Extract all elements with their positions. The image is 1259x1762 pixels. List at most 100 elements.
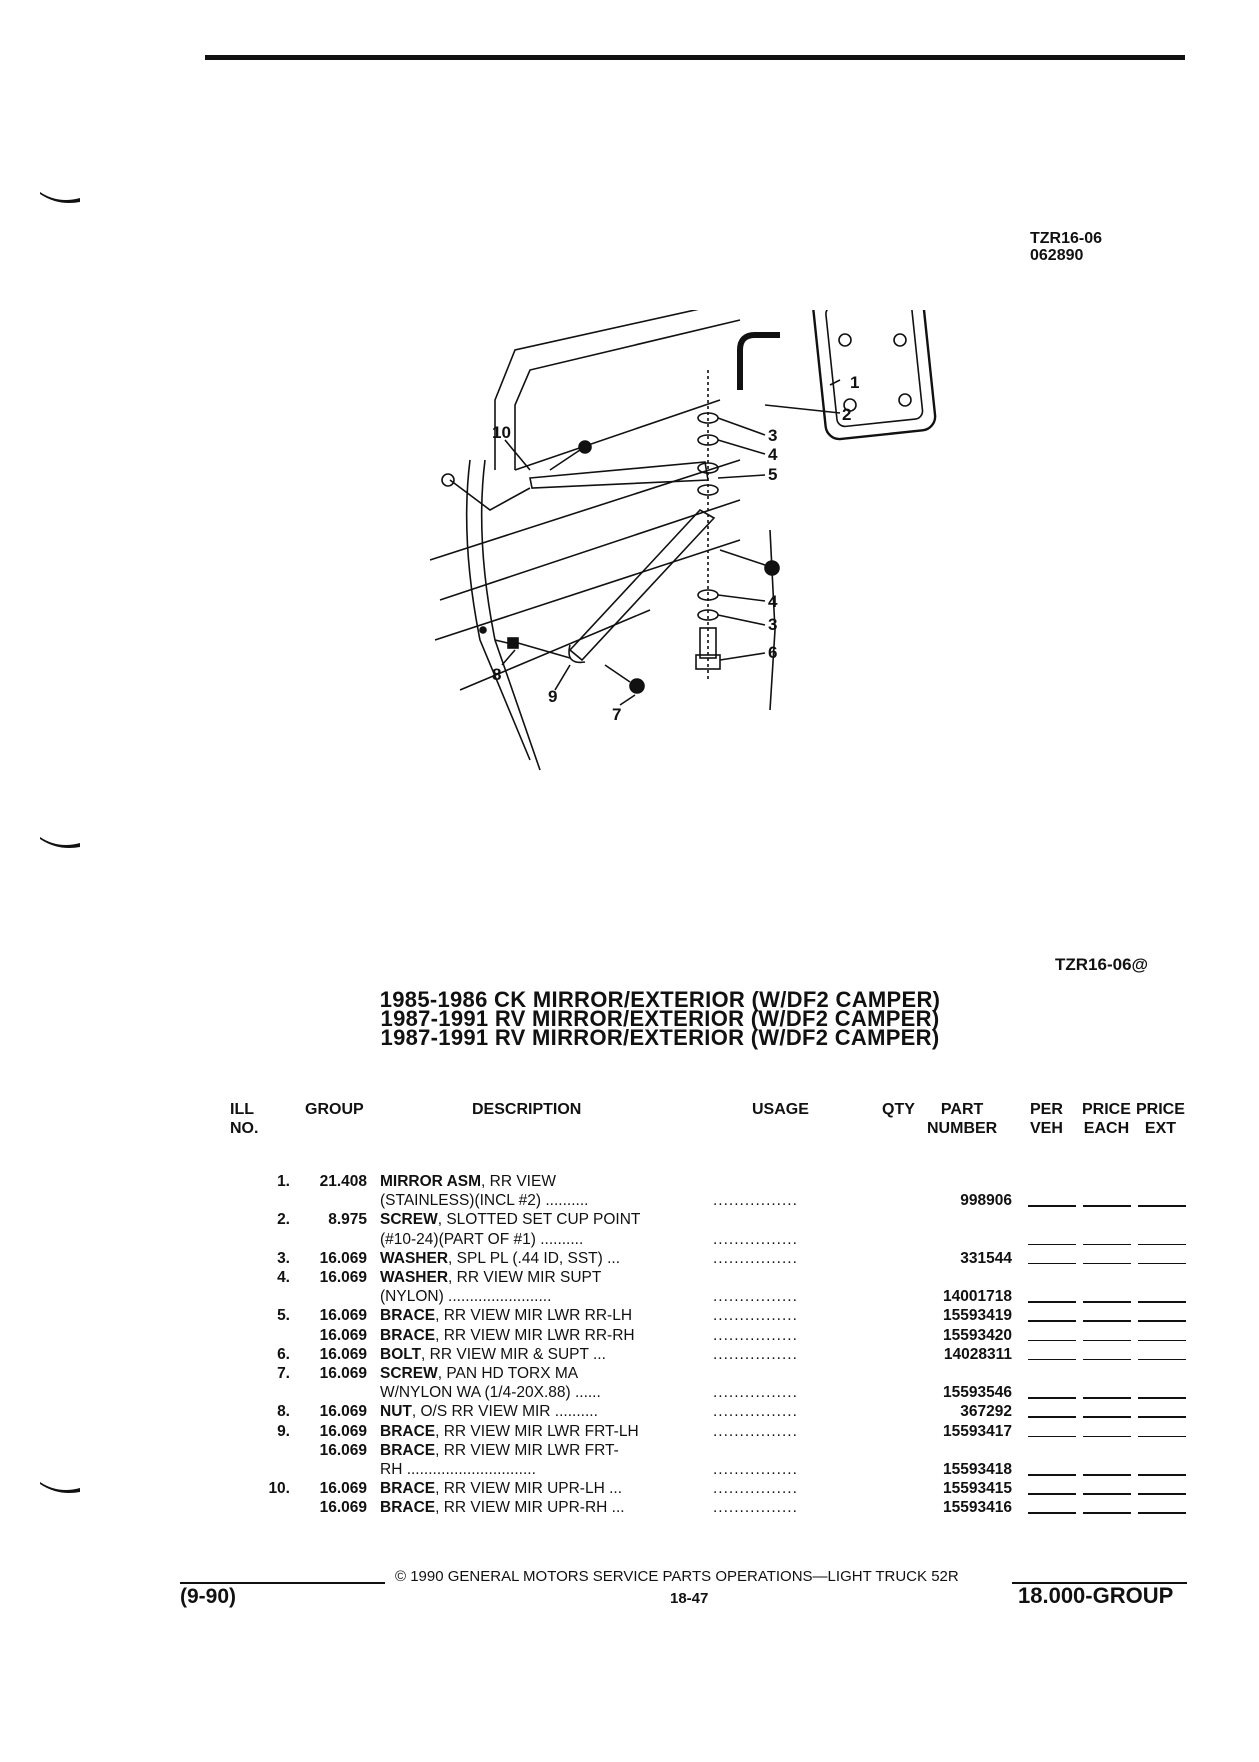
per-veh-blank [1028, 1339, 1076, 1342]
header-part-line1: PART [940, 1101, 984, 1118]
body-line-2 [439, 499, 741, 601]
row-description: (NYLON) ........................ [380, 1287, 551, 1306]
row-usage: ................ [713, 1249, 798, 1267]
row-desc-text: , RR VIEW MIR UPR-RH ... [435, 1499, 625, 1517]
row-group: 16.069 [319, 1422, 367, 1440]
row-part-number: 15593419 [943, 1307, 1012, 1325]
screw-side [719, 549, 766, 566]
row-desc-text: , RR VIEW MIR LWR FRT-LH [435, 1422, 639, 1440]
row-part-name: WASHER [380, 1269, 449, 1286]
header-part-line2: NUMBER [927, 1120, 998, 1137]
row-desc-text: , PAN HD TORX MA [437, 1365, 579, 1382]
footer-page-number: 18-47 [670, 1590, 709, 1607]
row-ill-no: 3. [277, 1249, 290, 1267]
row-part-number: 15593546 [943, 1384, 1012, 1402]
price-each-blank [1083, 1493, 1131, 1495]
row-description: (STAINLESS)(INCL #2) .......... [380, 1191, 588, 1210]
header-price-each: PRICE EACH [1082, 1100, 1131, 1138]
callout-9: 9 [548, 687, 557, 706]
row-part-name: SCREW [380, 1211, 438, 1229]
callout-1: 1 [850, 373, 859, 392]
title-line: 1985-1986 CK MIRROR/EXTERIOR (W/DF2 CAMP… [379, 987, 941, 1012]
price-ext-blank [1138, 1358, 1186, 1361]
row-part-number: 15593420 [943, 1326, 1012, 1344]
row-desc-text: , RR VIEW MIR LWR RR-RH [435, 1326, 635, 1344]
row-description: W/NYLON WA (1/4-20X.88) ...... [380, 1383, 601, 1402]
row-group: 21.408 [319, 1173, 367, 1190]
header-price-each-line1: PRICE [1082, 1101, 1131, 1118]
per-veh-blank [1028, 1397, 1076, 1399]
header-usage: USAGE [752, 1101, 809, 1118]
price-each-blank [1083, 1416, 1131, 1418]
row-description: BOLT, RR VIEW MIR & SUPT ... [380, 1345, 606, 1364]
price-each-blank [1083, 1435, 1131, 1438]
row-part-number: 15593416 [943, 1499, 1012, 1517]
row-part-number: 15593418 [943, 1461, 1012, 1478]
row-part-number: 331544 [960, 1249, 1012, 1267]
row-group: 16.069 [319, 1441, 367, 1459]
row-desc-text: (#10-24)(PART OF #1) .......... [380, 1230, 584, 1248]
row-description: MIRROR ASM, RR VIEW [380, 1172, 556, 1191]
callout-3b: 3 [768, 615, 777, 634]
footer-date-code: (9-90) [180, 1585, 237, 1608]
price-ext-blank [1138, 1339, 1186, 1342]
row-ill-no: 10. [268, 1480, 290, 1498]
price-ext-blank [1138, 1243, 1186, 1246]
per-veh-blank [1028, 1205, 1076, 1207]
row-desc-text: , RR VIEW [481, 1173, 556, 1190]
row-usage: ................ [713, 1422, 798, 1440]
row-part-number: 14028311 [943, 1345, 1012, 1363]
header-part-number: PART NUMBER [927, 1100, 997, 1138]
per-veh-blank [1028, 1301, 1076, 1303]
row-description: BRACE, RR VIEW MIR UPR-RH ... [380, 1498, 625, 1517]
row-part-name: WASHER [380, 1249, 449, 1267]
row-usage: ................ [713, 1345, 798, 1363]
row-desc-text: W/NYLON WA (1/4-20X.88) ...... [380, 1384, 601, 1402]
price-ext-blank [1138, 1205, 1186, 1207]
header-price-ext-line1: PRICE [1136, 1101, 1185, 1118]
body-line-3 [434, 539, 741, 641]
row-description: BRACE, RR VIEW MIR LWR FRT-LH [380, 1422, 639, 1441]
header-per-line2: VEH [1030, 1120, 1063, 1137]
row-ill-no: 9. [277, 1422, 290, 1440]
title-block: 1985-1986 CK MIRROR/EXTERIOR (W/DF2 CAMP… [300, 987, 1020, 1050]
row-part-name: BRACE [380, 1326, 436, 1344]
header-group: GROUP [305, 1101, 364, 1118]
upper-brace [529, 461, 709, 489]
header-price-ext: PRICE EXT [1136, 1100, 1185, 1138]
price-each-blank [1083, 1262, 1131, 1265]
door-edge [480, 459, 541, 771]
title-line: 1987-1991 RV MIRROR/EXTERIOR (W/DF2 CAMP… [380, 1025, 940, 1050]
mirror-head [812, 284, 937, 441]
row-group: 16.069 [319, 1480, 367, 1498]
row-description: RH .............................. [380, 1460, 536, 1479]
row-usage: ................ [713, 1326, 798, 1344]
row-ill-no: 5. [277, 1307, 290, 1325]
footer-rule-right [1012, 1582, 1187, 1584]
footer-rule-left [180, 1582, 385, 1584]
row-part-name: BRACE [380, 1441, 436, 1459]
row-ill-no: 1. [277, 1173, 290, 1190]
header-ill-line1: ILL [230, 1101, 254, 1118]
row-ill-no: 8. [277, 1403, 290, 1421]
header-price-each-line2: EACH [1083, 1120, 1130, 1137]
row-part-name: BRACE [380, 1422, 436, 1440]
row-usage: ................ [713, 1499, 798, 1517]
parts-diagram-svg: 1 2 3 4 5 3 4 6 7 8 9 10 [429, 284, 937, 771]
row-part-number: 15593417 [943, 1422, 1012, 1440]
header-ill-line2: NO. [230, 1120, 259, 1137]
row-part-number: 14001718 [943, 1288, 1012, 1306]
row-desc-text: , RR VIEW MIR LWR RR-LH [435, 1307, 633, 1325]
row-desc-text: , O/S RR VIEW MIR .......... [411, 1403, 598, 1421]
row-description: WASHER, SPL PL (.44 ID, SST) ... [380, 1249, 620, 1268]
figure-ref-code: TZR16-06 [1030, 230, 1103, 247]
per-veh-blank [1028, 1320, 1076, 1322]
per-veh-blank [1028, 1243, 1076, 1246]
door-trim [514, 399, 721, 471]
row-group: 16.069 [319, 1365, 367, 1382]
per-veh-blank [1028, 1416, 1076, 1418]
row-group: 16.069 [319, 1269, 367, 1286]
callout-5: 5 [768, 465, 777, 484]
row-usage: ................ [713, 1480, 798, 1498]
row-usage: ................ [713, 1192, 798, 1210]
